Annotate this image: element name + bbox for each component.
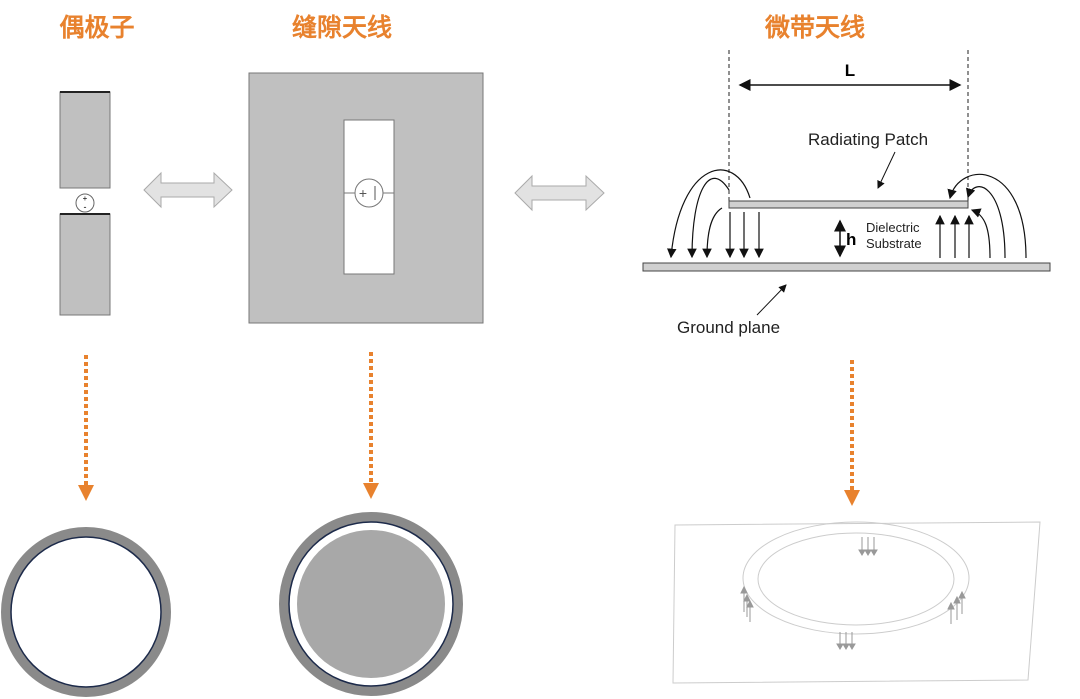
substrate-label: Substrate [866, 236, 922, 251]
length-label: L [845, 61, 855, 80]
microstrip-antenna: L Radiating Patch h Dielectric Substrate… [642, 50, 1051, 337]
svg-text:+: + [83, 194, 88, 203]
dipole-title: 偶极子 [59, 14, 134, 42]
double-arrow-icon [143, 171, 233, 209]
double-arrow-icon [514, 174, 605, 212]
slot-antenna: + [248, 72, 484, 324]
svg-text:+: + [359, 185, 367, 201]
dielectric-label: Dielectric [866, 220, 920, 235]
microstrip-title: 微带天线 [764, 13, 865, 42]
dipole-antenna: + - [59, 91, 111, 316]
source-icon [354, 178, 384, 208]
ground-label: Ground plane [677, 318, 780, 337]
height-label: h [846, 230, 856, 249]
patch-label: Radiating Patch [808, 130, 928, 149]
down-arrow-icon [78, 352, 860, 506]
slot-loop [279, 512, 463, 696]
source-icon [75, 193, 95, 213]
dipole-loop [1, 527, 171, 697]
slot-title: 缝隙天线 [292, 13, 392, 42]
microstrip-ring [672, 521, 1041, 684]
svg-text:-: - [84, 202, 87, 212]
